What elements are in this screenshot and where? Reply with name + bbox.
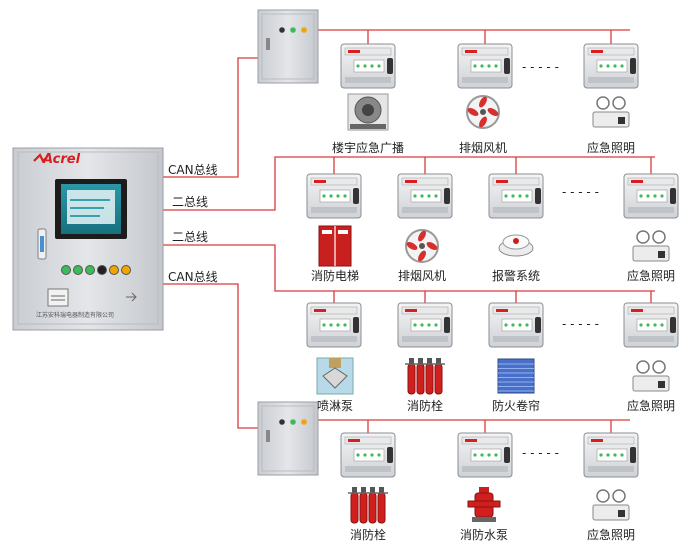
ellipsis-row3: - - - - -	[562, 317, 599, 331]
io-module-icon	[488, 302, 544, 348]
main-controller-cabinet	[12, 147, 164, 331]
device-label: 消防水泵	[459, 528, 509, 542]
usb-icon	[126, 292, 137, 302]
io-module-icon	[306, 302, 362, 348]
emergency-light-icon	[592, 96, 630, 128]
device-label: 喷淋泵	[316, 399, 354, 413]
controller-footer: 江苏安科瑞电器制造有限公司	[36, 312, 115, 319]
fire-pump-icon	[467, 487, 501, 522]
can-bus-line-bottom	[163, 283, 262, 429]
io-module-icon	[623, 173, 679, 219]
fire-hydrant-cabinet-icon	[348, 487, 388, 524]
io-module-icon	[583, 43, 639, 89]
bus-label-two-row3: 二总线	[172, 230, 209, 244]
two-bus-line-row2	[163, 156, 655, 211]
controller-brand: Acrel	[43, 152, 81, 167]
io-module-icon	[340, 432, 396, 478]
bus-label-two-row2: 二总线	[172, 195, 209, 209]
broadcast-speaker-icon	[347, 93, 389, 131]
bus-label-can-bottom: CAN总线	[168, 270, 218, 284]
fire-shutter-icon	[497, 358, 535, 394]
acrel-logo-icon	[33, 153, 48, 163]
can-bus-line-top	[163, 57, 262, 178]
sprinkler-pump-icon	[316, 357, 354, 395]
emergency-light-icon	[632, 230, 670, 262]
bus-label-can-top: CAN总线	[168, 163, 218, 177]
sub-cabinet-top	[257, 9, 319, 84]
io-module-icon	[306, 173, 362, 219]
emergency-light-icon	[592, 489, 630, 521]
fire-hydrant-cabinet-icon	[405, 358, 445, 395]
device-label: 报警系统	[491, 269, 541, 283]
device-label: 消防栓	[406, 399, 444, 413]
io-module-icon	[623, 302, 679, 348]
emergency-light-icon	[632, 360, 670, 392]
io-module-icon	[488, 173, 544, 219]
device-label: 消防电梯	[310, 269, 360, 283]
device-label: 应急照明	[586, 528, 636, 542]
sub-cabinet-bottom	[257, 401, 319, 476]
device-label: 防火卷帘	[491, 399, 541, 413]
smoke-exhaust-fan-icon	[466, 95, 500, 129]
io-module-icon	[457, 43, 513, 89]
ellipsis-row2: - - - - -	[562, 185, 599, 199]
device-label: 排烟风机	[397, 269, 447, 283]
ellipsis-row4: - - - - -	[522, 446, 559, 460]
io-module-icon	[583, 432, 639, 478]
fire-alarm-detector-icon	[498, 234, 534, 257]
fire-elevator-icon	[318, 225, 352, 267]
bus-wiring	[163, 29, 655, 434]
printer-icon	[47, 288, 69, 307]
device-label: 应急照明	[626, 269, 676, 283]
smoke-exhaust-fan-icon	[405, 229, 439, 263]
device-label: 消防栓	[349, 528, 387, 542]
device-label: 应急照明	[586, 141, 636, 155]
io-module-icon	[457, 432, 513, 478]
io-module-icon	[397, 173, 453, 219]
io-module-icon	[397, 302, 453, 348]
two-bus-line-row3	[163, 244, 655, 292]
device-label: 楼宇应急广播	[331, 141, 405, 155]
ellipsis-row1: - - - - -	[522, 60, 559, 74]
device-label: 排烟风机	[458, 141, 508, 155]
io-module-icon	[340, 43, 396, 89]
device-label: 应急照明	[626, 399, 676, 413]
indicator-buttons	[61, 265, 131, 275]
